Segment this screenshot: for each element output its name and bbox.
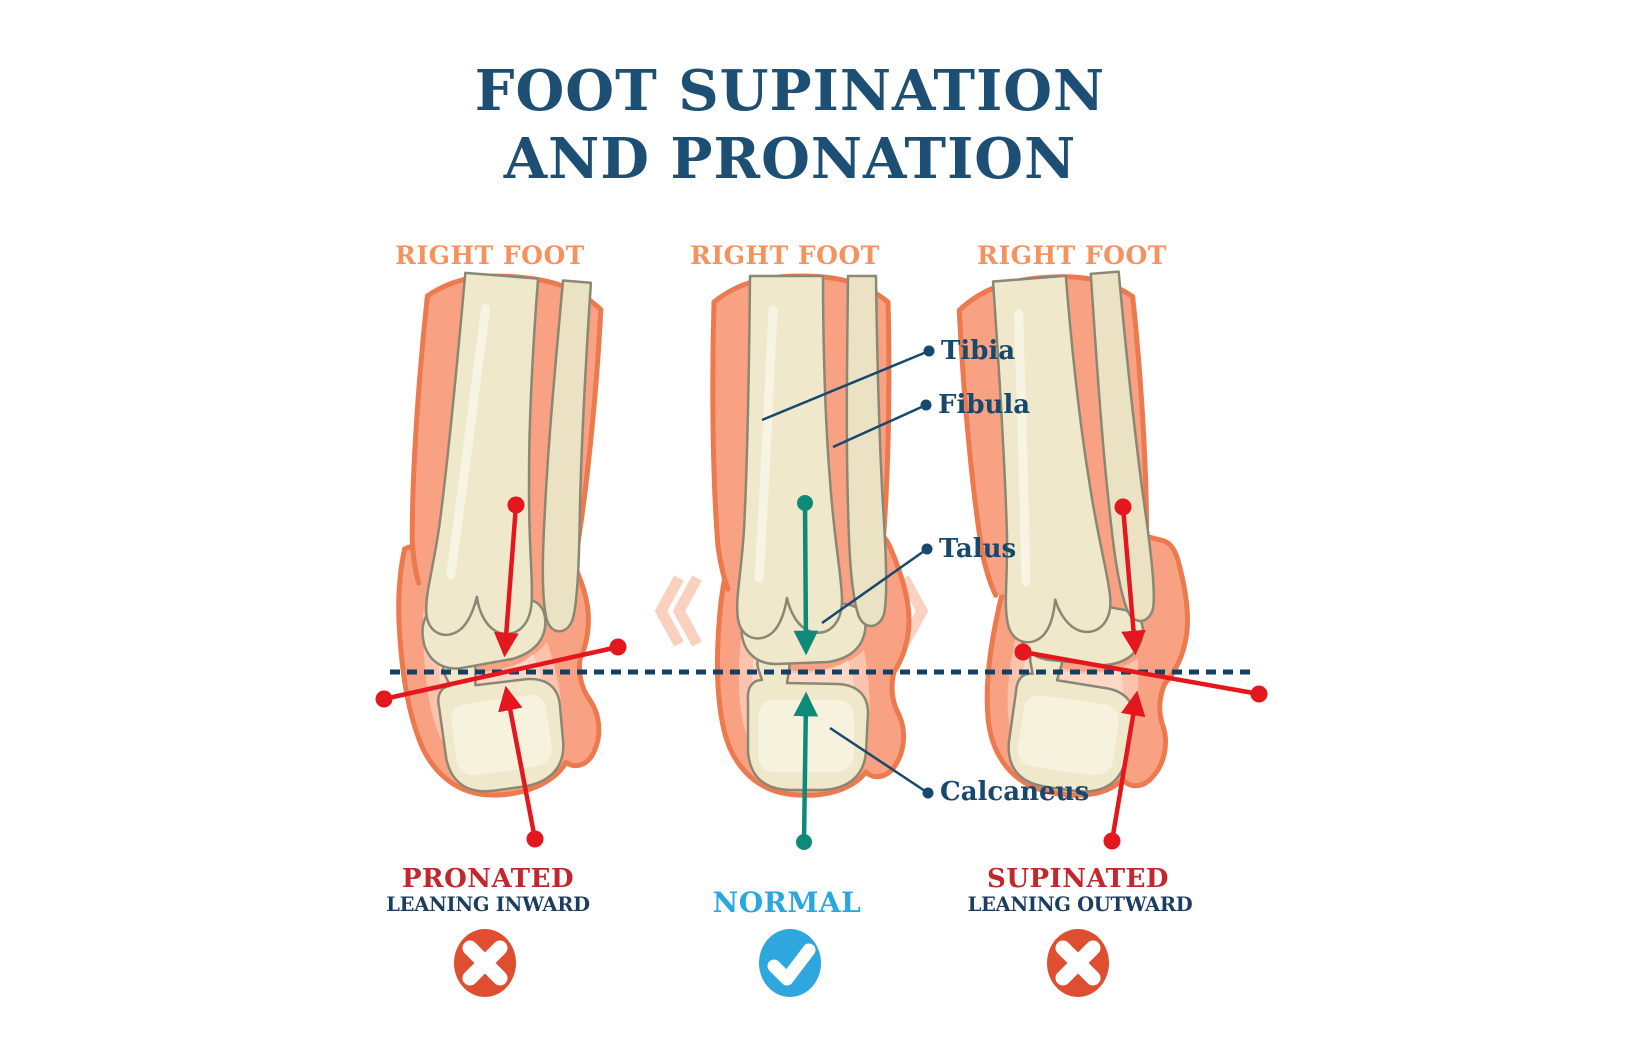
- x-icon: [454, 929, 516, 997]
- tibia-leader-line: [761, 345, 935, 422]
- foot-illustration-normal: [713, 276, 909, 795]
- condition-supinated-detail: LEANING OUTWARD: [967, 893, 1193, 916]
- normal-leg-axis-arrow: [793, 495, 819, 656]
- page-title-line1: FOOT SUPINATION: [474, 58, 1106, 124]
- pronated-leg-axis-arrow: [493, 496, 525, 658]
- foot-illustration-pronated: [385, 270, 612, 806]
- calcaneus-leader-line: [829, 726, 934, 799]
- check-icon: [759, 929, 821, 997]
- calcaneus-label: Calcaneus: [940, 777, 1090, 807]
- talus-leader-line: [821, 543, 933, 625]
- supinated-leg-axis-arrow: [1114, 498, 1146, 656]
- motion-chevrons-left: [654, 575, 702, 647]
- foot-label-normal: RIGHT FOOT: [690, 241, 880, 270]
- condition-supinated: SUPINATED: [987, 864, 1169, 894]
- fibula-leader-line: [832, 399, 932, 449]
- foot-label-supinated: RIGHT FOOT: [977, 241, 1167, 270]
- supinated-tilt-line: [1014, 643, 1268, 703]
- fibula-label: Fibula: [938, 390, 1031, 420]
- talus-label: Talus: [939, 534, 1017, 564]
- page-title-line2: AND PRONATION: [503, 126, 1077, 192]
- supinated-heel-axis-arrow: [1103, 690, 1146, 850]
- tibia-label: Tibia: [941, 336, 1016, 366]
- pronated-tilt-line: [375, 638, 627, 708]
- x-icon: [1047, 929, 1109, 997]
- foot-label-pronated: RIGHT FOOT: [395, 241, 585, 270]
- condition-pronated-detail: LEANING INWARD: [386, 893, 590, 916]
- normal-heel-axis-arrow: [793, 691, 819, 850]
- condition-normal: NORMAL: [712, 886, 862, 919]
- condition-pronated: PRONATED: [401, 864, 575, 894]
- pronated-heel-axis-arrow: [498, 685, 544, 848]
